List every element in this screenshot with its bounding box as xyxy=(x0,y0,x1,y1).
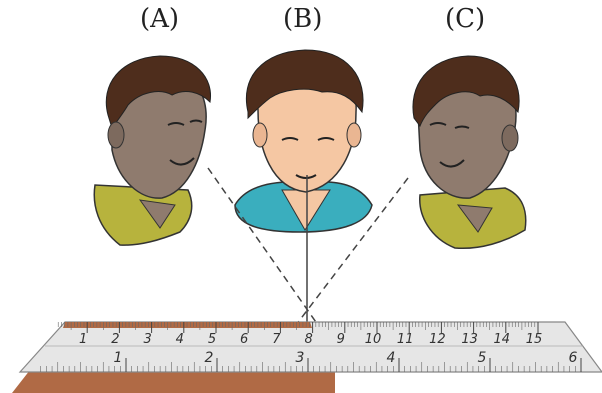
boy-c-illustration xyxy=(412,55,527,250)
top-scale-label: 15 xyxy=(526,332,543,347)
top-scale-label: 7 xyxy=(272,332,281,347)
label-position-a: (A) xyxy=(140,4,180,34)
sight-line-c xyxy=(295,177,409,326)
top-scale-label: 8 xyxy=(304,332,312,347)
top-scale-label: 10 xyxy=(365,332,382,347)
top-scale-label: 5 xyxy=(208,332,216,347)
bottom-scale-label: 4 xyxy=(387,350,396,366)
boy-a-illustration xyxy=(93,55,212,246)
top-scale-label: 14 xyxy=(494,332,511,347)
top-scale-label: 6 xyxy=(240,332,248,347)
top-scale-label: 1 xyxy=(79,332,87,347)
measured-object-base xyxy=(12,370,335,393)
bottom-scale-label: 6 xyxy=(569,350,578,366)
top-scale-label: 12 xyxy=(429,332,446,347)
top-scale-label: 3 xyxy=(143,332,151,347)
boy-b-illustration xyxy=(234,49,373,233)
bottom-scale-label: 1 xyxy=(114,350,123,366)
sight-lines xyxy=(207,167,409,326)
bottom-scale-label: 2 xyxy=(205,350,214,366)
ruler-body xyxy=(18,321,602,373)
sight-line-a xyxy=(207,167,319,326)
top-scale-label: 4 xyxy=(176,332,184,347)
label-position-b: (B) xyxy=(283,4,323,34)
top-scale-label: 9 xyxy=(337,332,345,347)
top-scale-label: 11 xyxy=(397,332,414,347)
bottom-scale-label: 3 xyxy=(296,350,305,366)
measured-object-top-edge xyxy=(63,322,312,328)
label-position-c: (C) xyxy=(445,4,486,34)
bottom-scale-label: 5 xyxy=(478,350,487,366)
top-scale-label: 13 xyxy=(461,332,478,347)
top-scale-label: 2 xyxy=(111,332,119,347)
